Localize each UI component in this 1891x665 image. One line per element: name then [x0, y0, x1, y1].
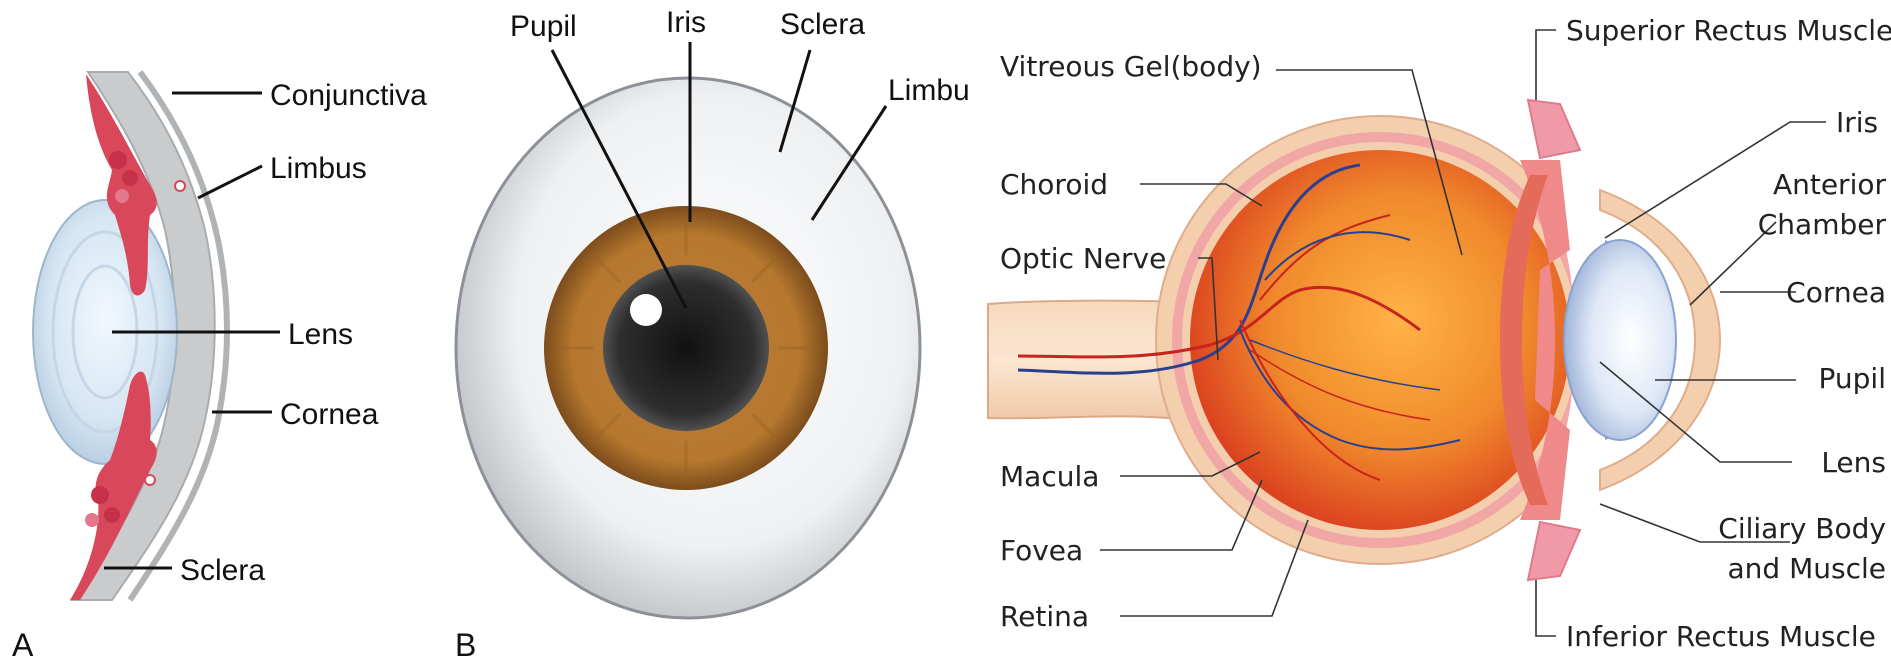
panel-c-inferior-rectus [1528, 522, 1580, 580]
panel-b-highlight [630, 294, 662, 326]
panel-c-lens [1564, 240, 1676, 440]
panel-c-label-ciliary-1: Ciliary Body [1718, 512, 1886, 545]
panel-c-label-inferior-rectus: Inferior Rectus Muscle [1566, 620, 1876, 653]
panel-b-label-limbus: Limbu [888, 74, 970, 107]
panel-c-label-iris: Iris [1836, 106, 1878, 139]
panel-a-label-cornea: Cornea [280, 398, 379, 431]
panel-b-label-pupil: Pupil [510, 10, 577, 43]
panel-c-superior-rectus [1528, 100, 1580, 158]
panel-c-label-pupil: Pupil [1819, 362, 1886, 395]
panel-b: Pupil Iris Sclera Limbu B [455, 6, 970, 663]
panel-c-label-ciliary-2: and Muscle [1728, 552, 1886, 585]
panel-b-label-sclera: Sclera [780, 8, 865, 41]
panel-a-label-limbus: Limbus [270, 152, 367, 185]
panel-c-label-fovea: Fovea [1000, 534, 1083, 567]
panel-c-label-anterior: Anterior [1773, 168, 1887, 201]
panel-c-label-lens: Lens [1821, 446, 1886, 479]
panel-c-label-macula: Macula [1000, 460, 1099, 493]
panel-a: Conjunctiva Limbus Lens Cornea Sclera A [12, 72, 427, 663]
panel-c-label-superior-rectus: Superior Rectus Muscle [1566, 14, 1891, 47]
panel-b-pupil [603, 265, 769, 431]
panel-a-label-conjunctiva: Conjunctiva [270, 79, 427, 112]
panel-a-letter: A [12, 627, 34, 663]
panel-a-label-lens: Lens [288, 318, 353, 351]
panel-c-label-optic-nerve: Optic Nerve [1000, 242, 1166, 275]
panel-c-label-chamber: Chamber [1758, 208, 1887, 241]
panel-c-label-vitreous: Vitreous Gel(body) [1000, 50, 1262, 83]
panel-c-label-retina: Retina [1000, 600, 1089, 633]
panel-c-label-choroid: Choroid [1000, 168, 1108, 201]
panel-c-label-cornea: Cornea [1786, 276, 1886, 309]
panel-a-label-sclera: Sclera [180, 554, 265, 587]
panel-c: Superior Rectus Muscle Vitreous Gel(body… [988, 14, 1891, 653]
panel-b-label-iris: Iris [666, 6, 706, 39]
panel-b-letter: B [455, 627, 476, 663]
